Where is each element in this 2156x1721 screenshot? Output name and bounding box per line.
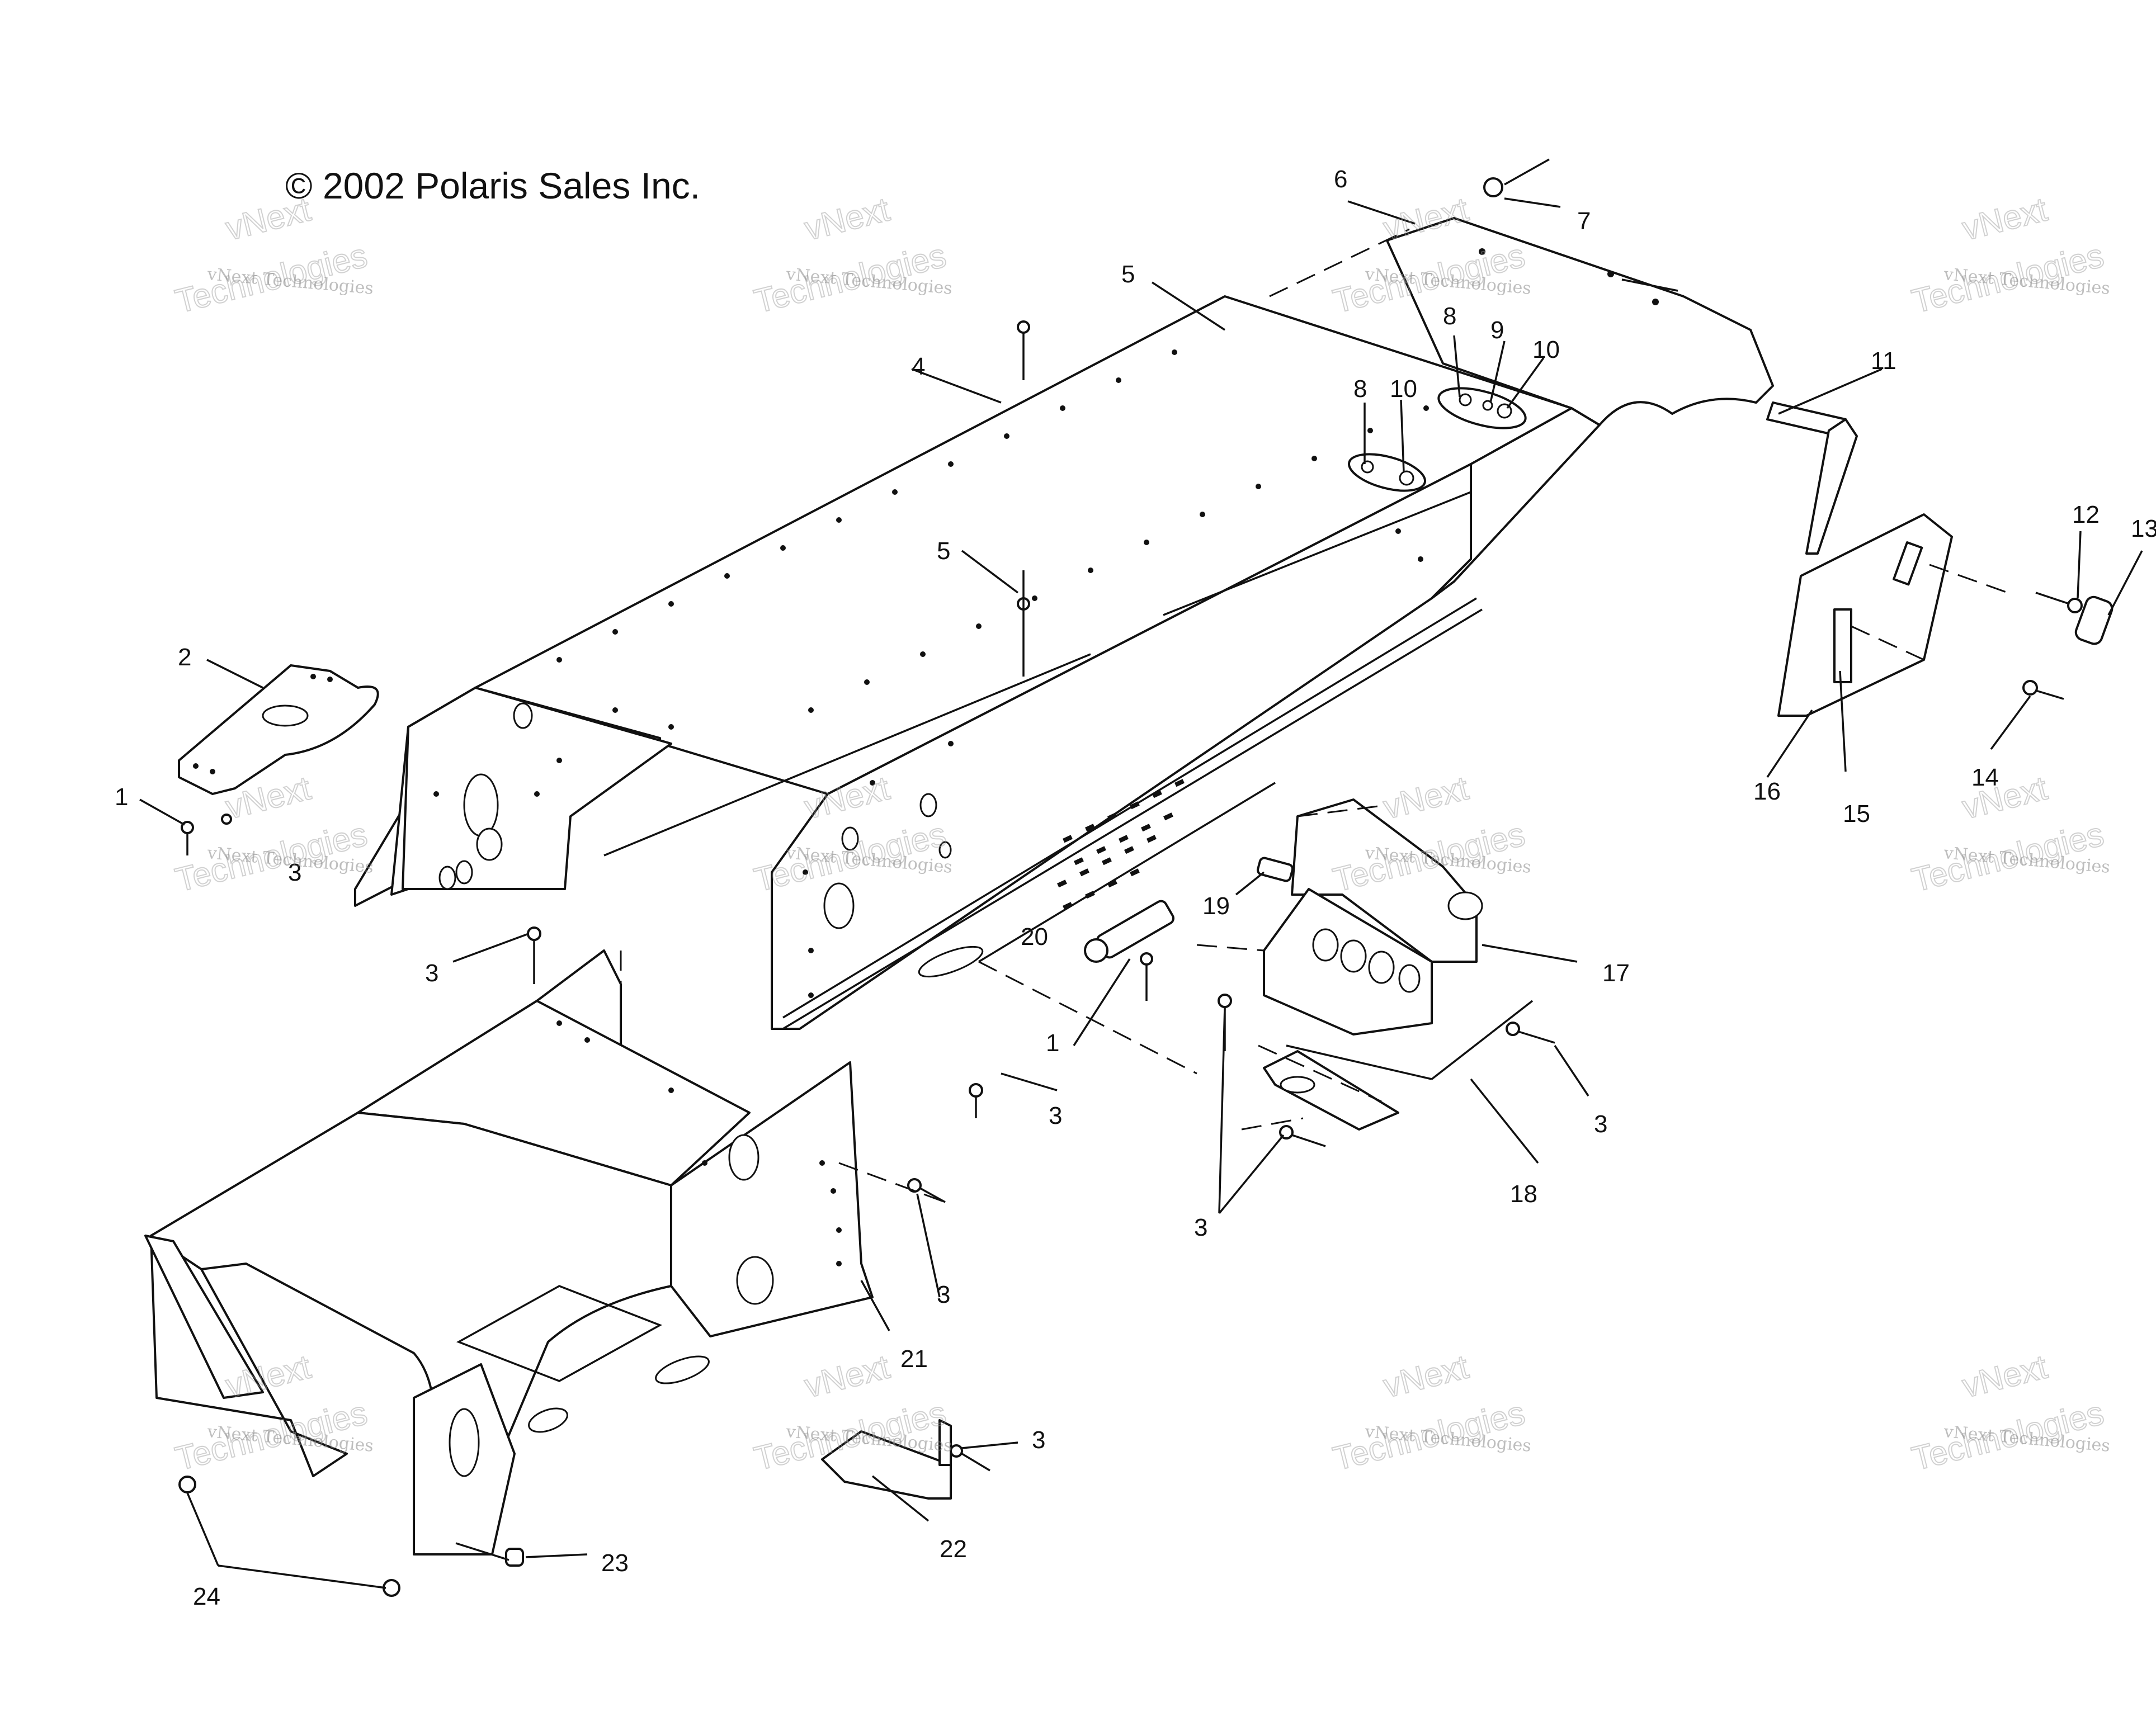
callout-7: 7 [1577, 207, 1591, 235]
callout-15: 15 [1843, 800, 1870, 828]
callout-24: 24 [193, 1583, 220, 1610]
bracket-22-body [821, 1430, 952, 1500]
svg-text:vNext: vNext [1959, 190, 2051, 247]
svg-text:vNext: vNext [1380, 1348, 1472, 1405]
flap-slot-lower [1833, 608, 1852, 683]
watermark: vNext Technologies vNext Technologies [750, 190, 953, 320]
callout-2: 2 [178, 644, 191, 671]
svg-text:vNext: vNext [1380, 769, 1472, 826]
part-7-bolt [1483, 158, 1550, 197]
tunnel-hole [463, 773, 499, 837]
callout-10: 10 [1390, 375, 1417, 403]
callout-18: 18 [1510, 1180, 1537, 1208]
callout-20: 20 [1021, 923, 1048, 951]
callout-9: 9 [1490, 316, 1504, 344]
callout-3: 3 [1194, 1214, 1207, 1241]
callout-23: 23 [601, 1549, 629, 1577]
leader-lines [139, 197, 2143, 1589]
bracket-body [178, 664, 379, 795]
bulkhead-flange [144, 1235, 264, 1399]
part-21-bulkhead [144, 949, 874, 1555]
assembly-base [1263, 1050, 1399, 1131]
callout-3: 3 [1049, 1102, 1062, 1129]
fasteners [178, 320, 1555, 1597]
flap-plate [1777, 513, 1953, 717]
part-22-bracket [821, 1419, 952, 1500]
watermark: vNext Technologies vNext Technologies [1908, 190, 2111, 320]
callout-6: 6 [1334, 166, 1347, 193]
callout-5: 5 [1121, 261, 1135, 288]
tunnel-vents [1056, 779, 1185, 910]
callout-19: 19 [1202, 892, 1230, 920]
callout-21: 21 [900, 1345, 928, 1373]
part-11-bumper [1766, 401, 1858, 555]
flap-slot-upper [1893, 541, 1923, 586]
watermark: vNext Technologies vNext Technologies [1329, 1347, 1532, 1478]
callout-1: 1 [115, 783, 128, 811]
part-12-screw [2035, 592, 2083, 613]
part-20-damper [1084, 900, 1174, 963]
watermark: vNext Technologies vNext Technologies [171, 190, 374, 320]
callout-labels: 1 1 2 3 3 3 3 3 3 3 4 5 5 6 7 8 8 9 10 1… [115, 166, 2156, 1610]
callout-12: 12 [2072, 501, 2100, 528]
callout-3: 3 [937, 1281, 950, 1308]
callout-13: 13 [2131, 515, 2156, 542]
watermark: vNext Technologies vNext Technologies [1908, 768, 2111, 899]
callout-8: 8 [1353, 375, 1367, 403]
part-19-bushing [1256, 857, 1294, 882]
callout-3: 3 [1594, 1110, 1607, 1138]
svg-text:vNext: vNext [222, 190, 314, 247]
callout-16: 16 [1753, 778, 1781, 805]
part-tunnel [354, 295, 1601, 1030]
callout-4: 4 [912, 353, 925, 380]
part-23-grommet [505, 1548, 524, 1567]
callout-5: 5 [937, 537, 950, 565]
svg-text:vNext: vNext [801, 1348, 893, 1405]
bumper-bar-leg [1805, 418, 1858, 555]
part-14-fastener [2022, 680, 2064, 700]
part-rear-flap [1386, 217, 1774, 429]
part-24-nut [178, 1476, 196, 1493]
callout-1: 1 [1046, 1029, 1059, 1057]
part-2-bracket [178, 664, 379, 795]
callout-8: 8 [1443, 302, 1456, 330]
callout-11: 11 [1871, 347, 1896, 375]
bulkhead-floor [150, 1112, 672, 1483]
rear-flap-body [1386, 217, 1774, 426]
svg-text:vNext: vNext [801, 190, 893, 247]
callout-10: 10 [1532, 336, 1560, 363]
part-16-flap [1777, 513, 2008, 717]
watermark: vNext Technologies vNext Technologies [1908, 1347, 2111, 1478]
callout-14: 14 [1971, 764, 1999, 791]
callout-3: 3 [1032, 1426, 1045, 1454]
part-18-shaft [1286, 1044, 1432, 1080]
tunnel-left-end [402, 687, 672, 890]
copyright-text: © 2002 Polaris Sales Inc. [285, 165, 700, 206]
tunnel-rivets [433, 349, 1429, 998]
callout-3: 3 [425, 959, 438, 987]
callout-22: 22 [940, 1535, 967, 1563]
part-17-bracket-assembly [1256, 798, 1534, 1131]
callout-3: 3 [288, 859, 301, 886]
bulkhead-hole [728, 1134, 759, 1181]
svg-text:vNext: vNext [1959, 1348, 2051, 1405]
part-13-cap [2074, 595, 2113, 645]
callout-17: 17 [1602, 959, 1630, 987]
